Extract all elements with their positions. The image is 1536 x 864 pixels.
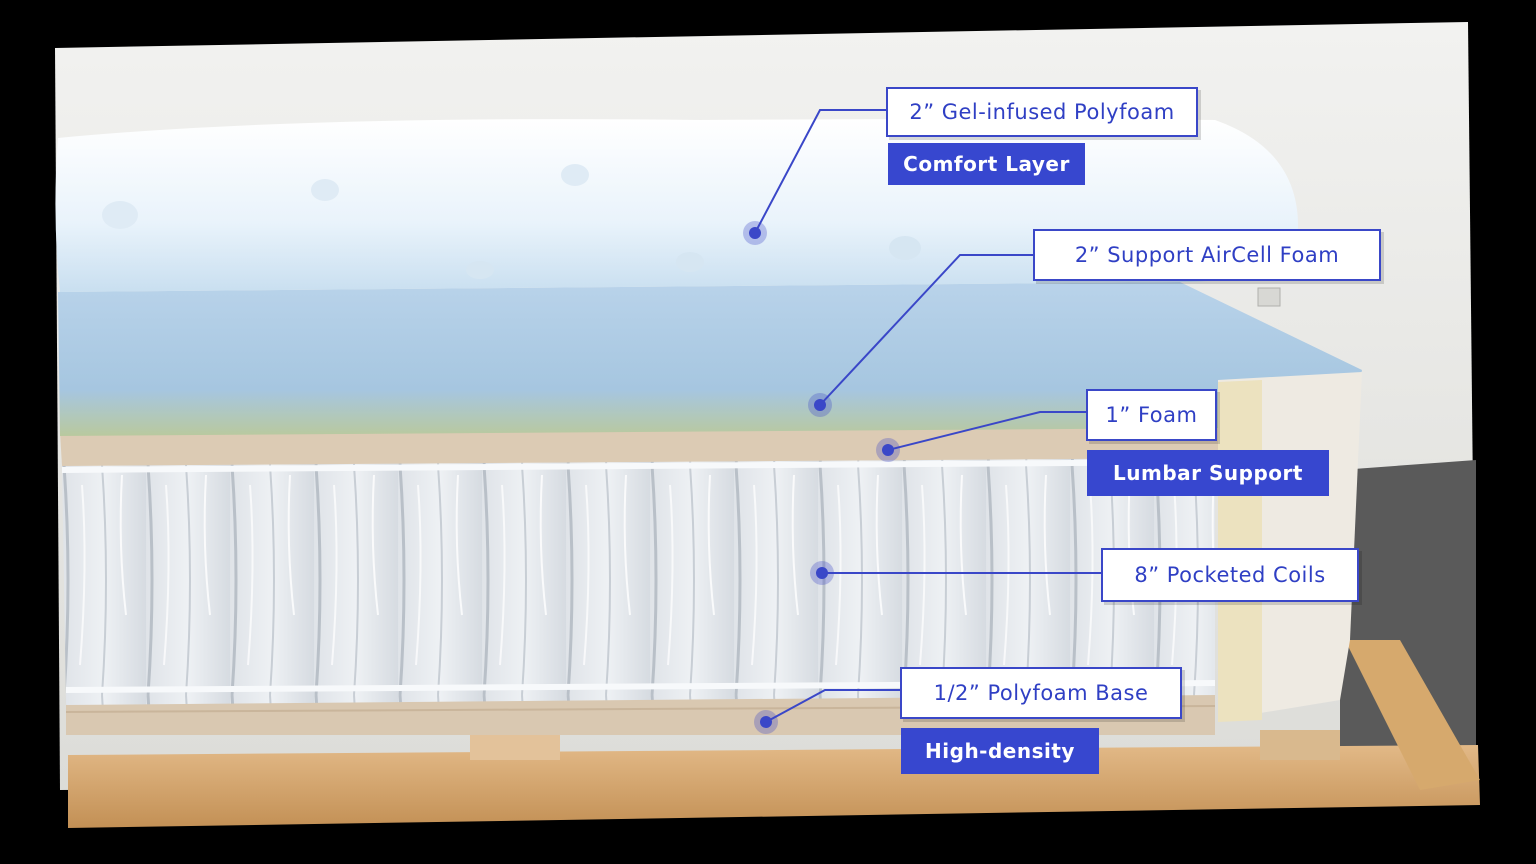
marker-dot xyxy=(816,567,828,579)
bed-frame-slat xyxy=(1260,730,1340,760)
aircell-foam-label: 2” Support AirCell Foam xyxy=(1033,229,1381,281)
one-inch-foam-label: 1” Foam xyxy=(1086,389,1217,441)
marker-dots xyxy=(743,221,900,734)
bed-frame-post xyxy=(1345,640,1480,790)
lumbar-foam-layer xyxy=(60,425,1218,466)
marker-dot xyxy=(760,716,772,728)
polyfoam-base-label: 1/2” Polyfoam Base xyxy=(900,667,1182,719)
lumbar-support-tag: Lumbar Support xyxy=(1087,450,1329,496)
marker-dot xyxy=(749,227,761,239)
pocketed-coils-label: 8” Pocketed Coils xyxy=(1101,548,1359,602)
bed-frame-rail xyxy=(68,745,1480,828)
pocketed-coils-layer xyxy=(62,455,1215,705)
gel-polyfoam-label: 2” Gel-infused Polyfoam xyxy=(886,87,1198,137)
high-density-tag: High-density xyxy=(901,728,1099,774)
floor xyxy=(1340,460,1476,790)
marker-dot xyxy=(814,399,826,411)
marker-dot xyxy=(882,444,894,456)
connector-lines xyxy=(754,109,1102,723)
comfort-layer-tag: Comfort Layer xyxy=(888,143,1085,185)
wall-outlet xyxy=(1257,287,1281,307)
aircell-foam-layer xyxy=(58,282,1362,436)
